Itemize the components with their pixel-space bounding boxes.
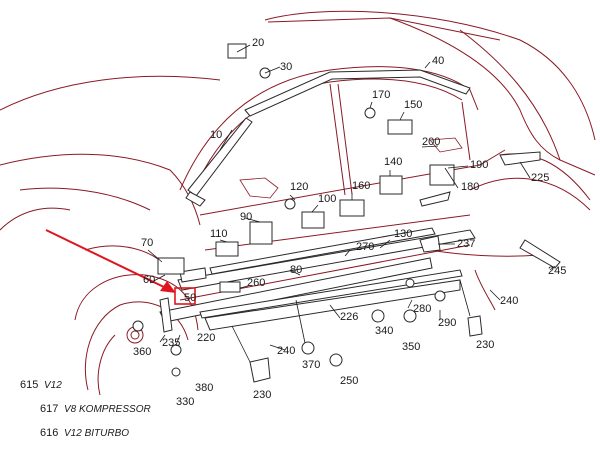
emblem-badges: 615 V12 617 V8 KOMPRESSOR 616 V12 BITURBO (20, 379, 151, 439)
callout-c10: 10 (210, 129, 222, 141)
callout-c235: 235 (162, 337, 180, 349)
callout-c280: 280 (413, 303, 431, 315)
window-strips (185, 69, 471, 207)
callout-c20: 20 (252, 37, 264, 49)
car-body-outline (0, 10, 596, 396)
callout-c150: 150 (404, 99, 422, 111)
badge-number-b1: 615 (20, 379, 38, 391)
callout-c230b: 230 (476, 339, 494, 351)
callout-c140: 140 (384, 156, 402, 168)
callout-c220: 220 (197, 332, 215, 344)
callout-c330: 330 (176, 396, 194, 408)
callout-c170: 170 (372, 89, 390, 101)
callout-c350: 350 (402, 341, 420, 353)
callout-c250: 250 (340, 375, 358, 387)
callout-c60: 60 (143, 274, 155, 286)
callout-c380: 380 (195, 382, 213, 394)
leader-lines (147, 44, 556, 363)
callout-c290: 290 (438, 317, 456, 329)
callout-c260: 260 (247, 277, 265, 289)
callout-c226: 226 (340, 311, 358, 323)
badge-emblem-b3: V12 BITURBO (64, 428, 129, 439)
badge-emblem-b1: V12 (44, 380, 62, 391)
callout-c225: 225 (531, 172, 549, 184)
callout-c120: 120 (290, 181, 308, 193)
callout-c160: 160 (352, 180, 370, 192)
callout-c30: 30 (280, 61, 292, 73)
callout-c130: 130 (394, 228, 412, 240)
callout-c240b: 240 (500, 295, 518, 307)
callout-c340: 340 (375, 325, 393, 337)
callout-c180: 180 (461, 181, 479, 193)
callout-c200: 200 (422, 136, 440, 148)
part-callouts: 10 20 30 40 50 60 70 80 90 100 110 120 130 140 150 160 1… (133, 37, 566, 408)
highlight-box (174, 287, 196, 305)
callout-c230a: 230 (253, 389, 271, 401)
badge-number-b2: 617 (40, 403, 58, 415)
highlight-arrow (45, 229, 196, 305)
callout-c100: 100 (318, 193, 336, 205)
clips (132, 43, 483, 383)
callout-c190: 190 (470, 159, 488, 171)
callout-c237: 237 (457, 238, 475, 250)
callout-c80: 80 (290, 264, 302, 276)
callout-c70: 70 (141, 237, 153, 249)
badge-emblem-b2: V8 KOMPRESSOR (64, 404, 151, 415)
callout-c370: 370 (302, 359, 320, 371)
callout-c245: 245 (548, 265, 566, 277)
badge-number-b3: 616 (40, 427, 58, 439)
callout-c240a: 240 (277, 345, 295, 357)
callout-c110: 110 (210, 228, 228, 240)
callout-c40: 40 (432, 55, 444, 67)
callout-c360: 360 (133, 346, 151, 358)
callout-c90: 90 (240, 211, 252, 223)
callout-c50: 50 (184, 292, 196, 304)
callout-c270: 270 (356, 241, 374, 253)
